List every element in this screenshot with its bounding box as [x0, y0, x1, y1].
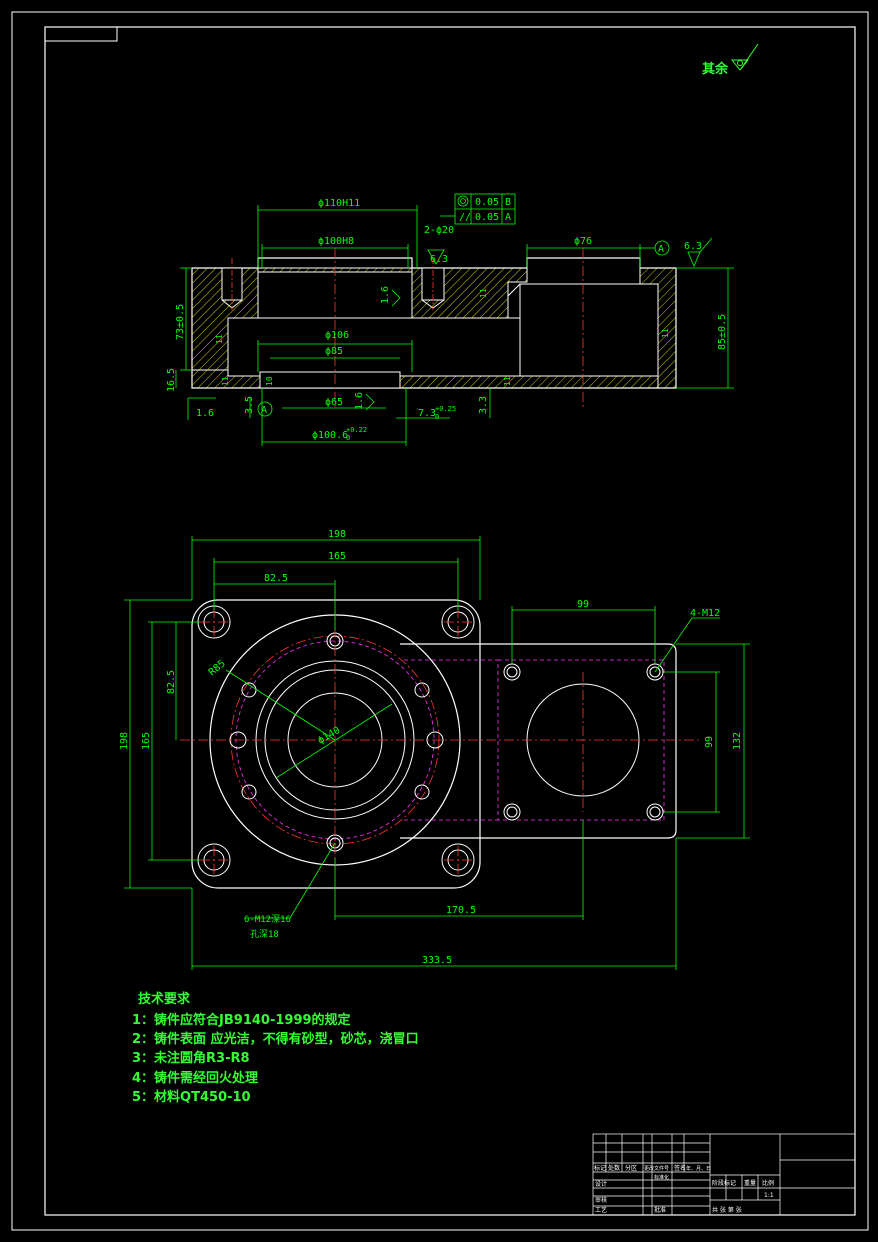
tb-date: 年、月、日	[686, 1165, 711, 1172]
dim-plan-h165: 165	[141, 732, 152, 750]
dim-t11d: 11	[503, 376, 512, 386]
tb-zone: 分区	[625, 1164, 637, 1172]
dim-t11c: 11	[479, 288, 488, 298]
dim-d100: ϕ100H8	[318, 236, 354, 247]
dim-d65: ϕ65	[325, 397, 343, 408]
dim-plan-h99: 99	[704, 736, 715, 748]
dim-ra16a: 1.6	[380, 286, 391, 304]
dim-plan-w1705: 170.5	[446, 905, 476, 916]
tech-req-item: 3：未注圆角R3-R8	[132, 1050, 250, 1066]
roughness-note: 其余	[702, 43, 759, 77]
dim-plan-r85: R85	[207, 658, 228, 678]
tb-scale: 比例	[762, 1179, 774, 1187]
dim-plan-w198: 198	[328, 529, 346, 540]
dim-t11a: 11	[215, 334, 224, 344]
tol-row2-datum: A	[505, 212, 511, 223]
tech-req-item: 4：铸件需经回火处理	[132, 1070, 258, 1086]
dim-plan-h198: 198	[119, 732, 130, 750]
svg-text://: //	[459, 212, 471, 223]
tb-stage: 阶段标记	[712, 1179, 736, 1187]
tol-row2-value: 0.05	[475, 212, 499, 223]
dim-plan-m12b-line2: 孔深18	[250, 929, 279, 940]
inner-border	[44, 26, 856, 1216]
tech-requirements: 技术要求 1：铸件应符合JB9140-1999的规定 2：铸件表面 应光洁，不得…	[132, 991, 419, 1105]
tb-weight: 重量	[744, 1179, 756, 1187]
tb-approve: 批准	[654, 1206, 666, 1214]
dim-ra16c: 1.6	[196, 408, 214, 419]
dim-plan-h132: 132	[732, 732, 743, 750]
outer-border	[11, 11, 869, 1231]
dim-t10: 10	[265, 376, 274, 386]
plan-view: 198 165 82.5 99 4-M12 R85 ϕ140 82.5 198 …	[119, 529, 750, 970]
tech-req-item: 2：铸件表面 应光洁，不得有砂型，砂芯，浇冒口	[132, 1031, 419, 1047]
tech-req-item: 5：材料QT450-10	[132, 1089, 251, 1105]
tb-sign: 签名	[674, 1164, 686, 1172]
tolerance-frame: // 0.05 B 0.05 A	[440, 193, 516, 225]
tech-req-title: 技术要求	[138, 991, 191, 1007]
dim-h73: 73±0.5	[175, 304, 186, 340]
dim-d106: ϕ106	[325, 330, 349, 341]
dim-plan-h825: 82.5	[166, 670, 177, 694]
dim-d20: 2-ϕ20	[424, 225, 454, 236]
dim-t33: 3.3	[478, 396, 489, 414]
section-view: // 0.05 B 0.05 A A A ϕ110H11 ϕ100H8 2-ϕ2…	[166, 193, 734, 446]
dim-ra16b: 1.6	[354, 392, 365, 410]
tech-req-item: 1：铸件应符合JB9140-1999的规定	[132, 1012, 351, 1028]
dim-d85: ϕ85	[325, 346, 343, 357]
dim-t11b: 11	[661, 328, 670, 338]
dim-plan-w99: 99	[577, 599, 589, 610]
dim-t11e: 11	[221, 376, 230, 386]
dim-plan-d140: ϕ140	[316, 725, 342, 747]
dim-ra63a: 6.3	[684, 241, 702, 252]
tol-row1-datum: B	[505, 197, 511, 208]
tb-scale-value: 1:1	[764, 1192, 774, 1199]
datum-a-right: A	[658, 244, 664, 255]
roughness-note-label: 其余	[702, 61, 729, 77]
drawing-number-box	[44, 26, 118, 42]
dim-d110: ϕ110H11	[318, 198, 360, 209]
dim-d1006: ϕ100.6	[312, 430, 348, 441]
dim-plan-w3335: 333.5	[422, 955, 452, 966]
dim-t35: 3.5	[244, 396, 255, 414]
dim-plan-w165: 165	[328, 551, 346, 562]
tb-design: 设计	[595, 1180, 607, 1188]
dim-d1006-tol: +0.22	[346, 426, 367, 434]
square-flange	[191, 599, 481, 889]
tb-mark: 标记	[594, 1164, 606, 1172]
tb-count: 处数	[608, 1164, 620, 1172]
dim-w73-tol2: 0	[435, 413, 439, 421]
dim-d76: ϕ76	[574, 236, 592, 247]
tb-sheets: 共 张 第 张	[712, 1206, 742, 1214]
title-block-text: 标记 处数 分区 更改文件号 签名 年、月、日 设计 标准化 审核 工艺 批准 …	[594, 1164, 774, 1214]
dim-plan-w825: 82.5	[264, 573, 288, 584]
dim-plan-m12b-line1: 6-M12深16	[244, 914, 291, 925]
tb-review: 审核	[595, 1196, 607, 1204]
tb-standard: 标准化	[654, 1174, 669, 1181]
tb-process: 工艺	[595, 1206, 607, 1214]
tb-change: 更改文件号	[644, 1165, 669, 1172]
dim-ra63b: 6.3	[430, 254, 448, 265]
dim-d1006-tol2: 0	[346, 434, 350, 442]
title-block	[592, 1133, 856, 1216]
dim-w73-tol: +0.25	[435, 405, 456, 413]
dim-h85: 85±0.5	[717, 314, 728, 350]
dim-h165: 16.5	[166, 368, 177, 392]
dim-plan-m12: 4-M12	[690, 608, 720, 619]
dim-w73: 7.3	[418, 408, 436, 419]
tol-row1-value: 0.05	[475, 197, 499, 208]
datum-a-left: A	[261, 405, 267, 416]
